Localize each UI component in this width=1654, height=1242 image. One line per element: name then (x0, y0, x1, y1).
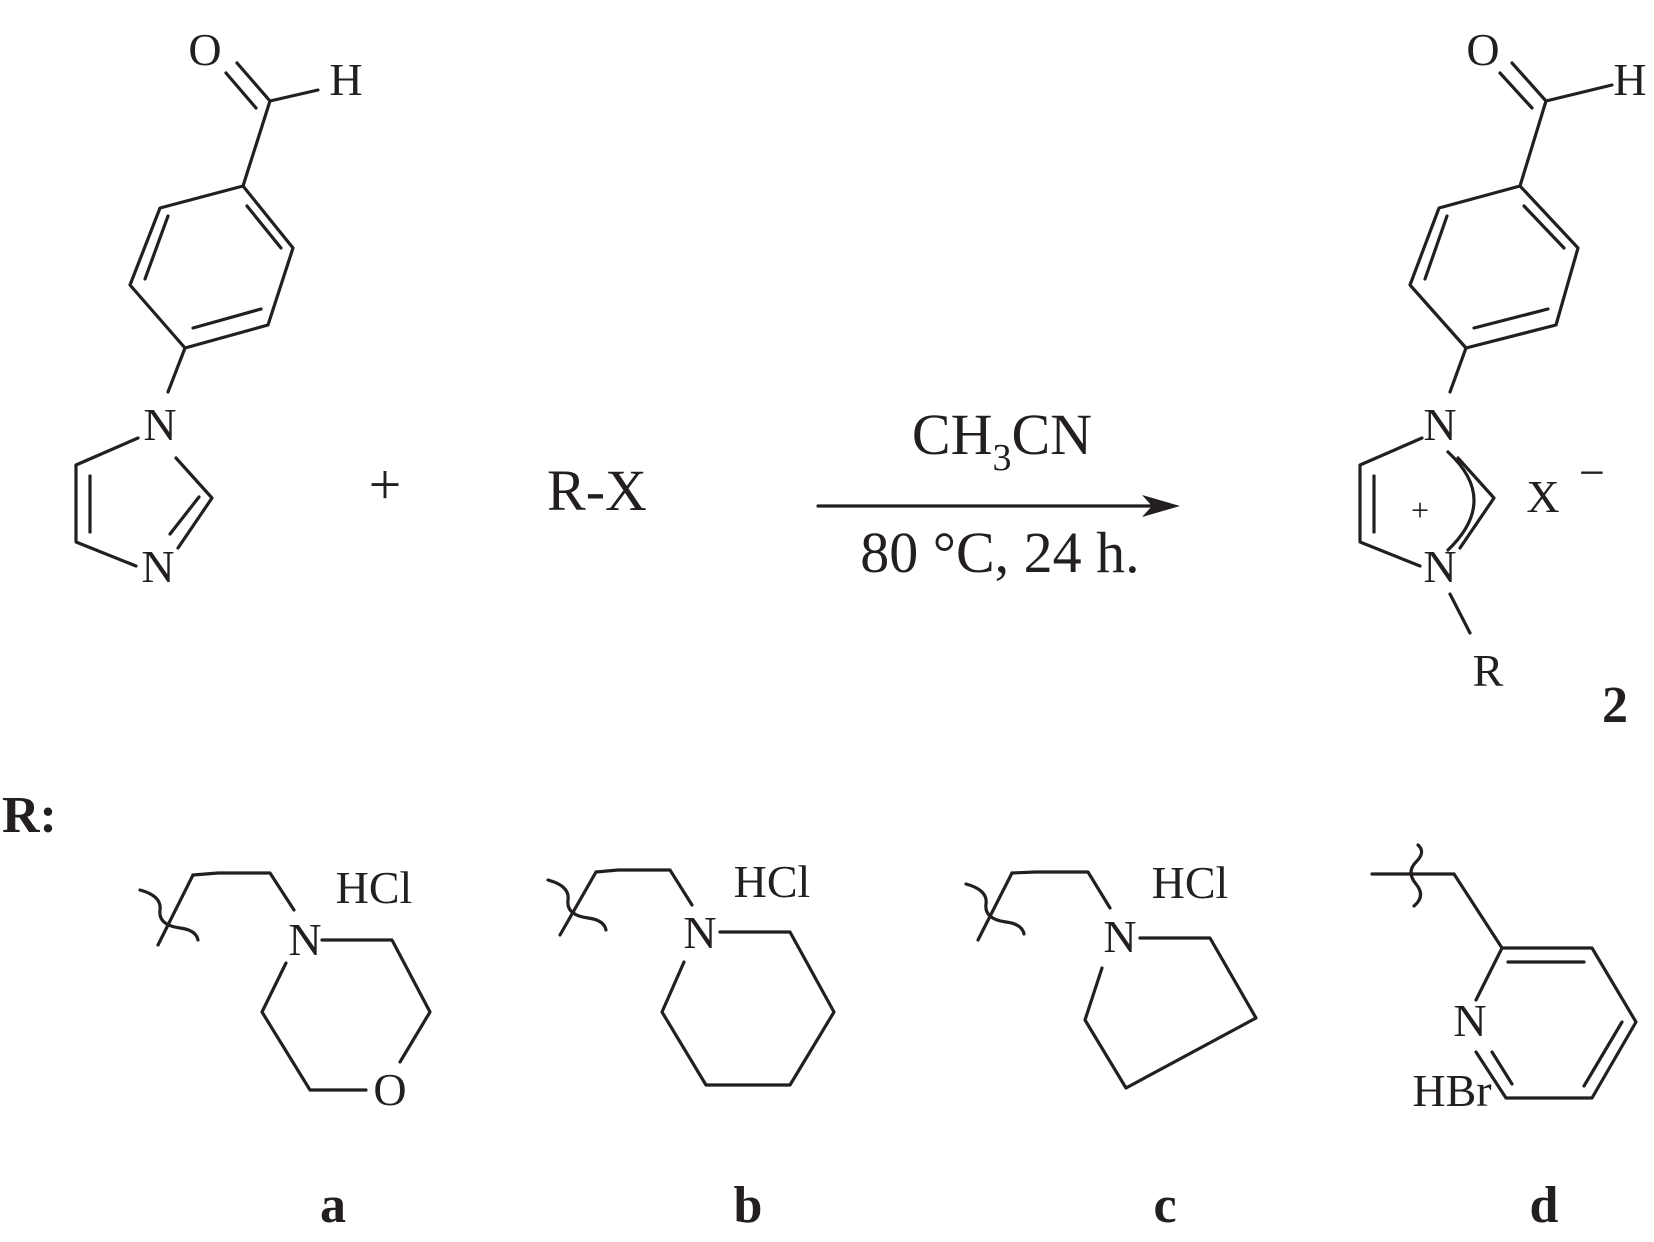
imidazolium-n1-atom: N (1423, 399, 1456, 450)
substituent-a-morpholinoethyl: HCl N O a (138, 862, 432, 1234)
attachment-tick (558, 870, 598, 937)
aldehyde-o-atom: O (188, 24, 221, 75)
imidazolium-n3-atom: N (1423, 541, 1456, 592)
ethyl-chain (191, 871, 296, 912)
imidazolium-ring (1358, 436, 1496, 568)
ethyl-chain (1010, 870, 1112, 910)
salt-label: HBr (1412, 1065, 1491, 1116)
reaction-arrow (816, 495, 1180, 517)
substituent-r: R (1473, 645, 1504, 696)
methylene-bond (1452, 872, 1504, 950)
imidazole-n3-atom: N (141, 541, 174, 592)
morpholine-n-atom: N (288, 914, 321, 965)
salt-label: HCl (336, 862, 413, 913)
pyridine-ring (1474, 946, 1638, 1100)
morpholine-ring (260, 938, 432, 1092)
aryl-n-bond (166, 346, 187, 394)
imidazole-ring (74, 436, 214, 568)
pyridine-n-atom: N (1453, 995, 1486, 1046)
benzene-inner-bonds (1423, 204, 1566, 330)
r-heading: R: (2, 787, 57, 844)
attachment-tick (976, 871, 1014, 942)
piperidine-ring (660, 930, 836, 1087)
aldehyde-bonds (224, 61, 320, 188)
substituent-c-pyrrolidinoethyl: HCl N c (964, 857, 1258, 1234)
solvent-label: CH3CN (912, 402, 1092, 479)
product-imidazolium-salt: O H N N + X − R 2 (1358, 24, 1647, 734)
aldehyde-h-atom: H (329, 54, 362, 105)
wavy-attachment (1409, 843, 1424, 908)
plus-sign: + (369, 452, 402, 517)
arrow-head (1142, 495, 1180, 517)
compound-label-2: 2 (1602, 677, 1628, 734)
delocalized-charge-arc (1446, 450, 1476, 552)
counter-anion: X (1526, 471, 1559, 522)
salt-label: HCl (1152, 857, 1229, 908)
aldehyde-h-atom: H (1613, 54, 1646, 105)
n-substituent-bond (1448, 592, 1472, 635)
aryl-n-bond (1448, 346, 1468, 394)
label-c: c (1153, 1177, 1176, 1234)
benzene-inner-bonds (143, 204, 283, 330)
label-b: b (734, 1177, 763, 1234)
imidazole-n1-atom: N (143, 399, 176, 450)
temperature-time-label: 80 °C, 24 h. (860, 520, 1139, 585)
imidazole-inner-bonds (88, 474, 201, 536)
label-a: a (320, 1177, 346, 1234)
positive-charge: + (1411, 492, 1429, 528)
ethyl-chain (594, 868, 694, 907)
attachment-tick (156, 873, 195, 947)
aldehyde-bonds (1498, 61, 1614, 188)
pyrrolidine-ring (1083, 936, 1258, 1090)
wavy-attachment (138, 888, 200, 942)
reactant-imidazolyl-benzaldehyde: O H N N (74, 24, 363, 592)
morpholine-o-atom: O (373, 1064, 406, 1115)
reagent-rx: R-X (547, 458, 647, 523)
label-d: d (1530, 1177, 1559, 1234)
substituent-d-pyridylmethyl: N HBr d (1370, 843, 1638, 1234)
aldehyde-o-atom: O (1466, 24, 1499, 75)
anion-charge: − (1579, 447, 1605, 498)
salt-label: HCl (734, 856, 811, 907)
piperidine-n-atom: N (683, 907, 716, 958)
pyridine-inner-bonds (1490, 960, 1624, 1088)
pyrrolidine-n-atom: N (1103, 911, 1136, 962)
substituent-b-piperidinoethyl: HCl N b (546, 856, 836, 1234)
